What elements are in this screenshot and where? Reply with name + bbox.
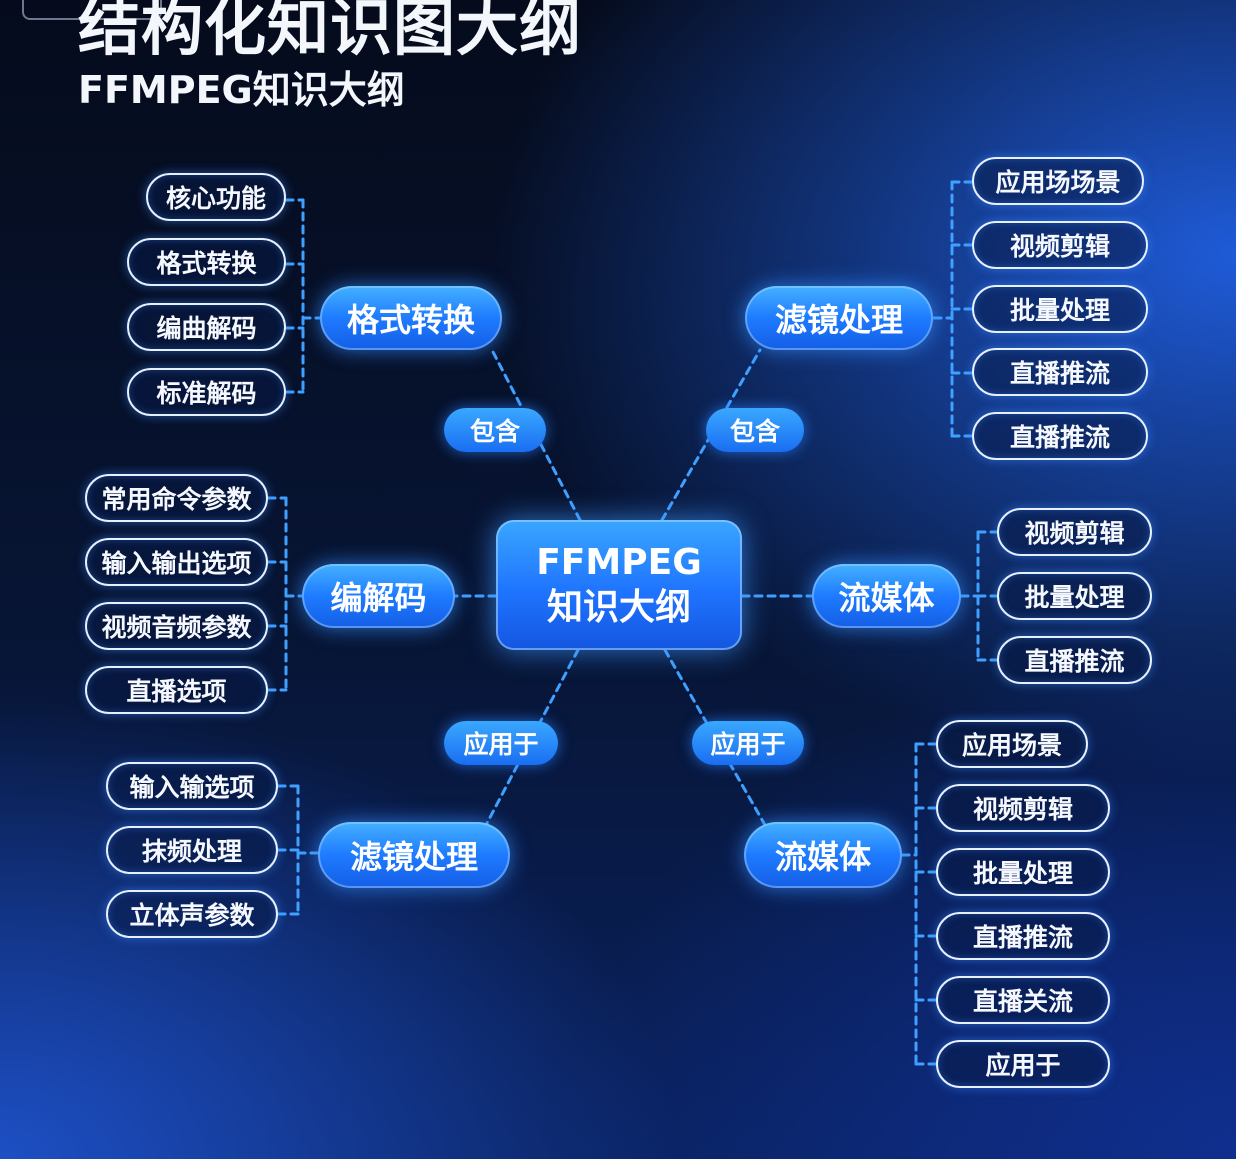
- link-center-bot-right: [663, 648, 767, 827]
- leaf-node[interactable]: 立体声参数: [106, 890, 278, 938]
- leaf-node[interactable]: 应用于: [936, 1040, 1110, 1088]
- relation-label-bot-left: 应用于: [444, 721, 558, 765]
- leaf-node[interactable]: 输入输出选项: [85, 538, 268, 586]
- center-node-line2: 知识大纲: [546, 587, 691, 628]
- branch-node-bot-right[interactable]: 流媒体: [744, 822, 902, 888]
- leaf-node[interactable]: 编曲解码: [127, 303, 286, 351]
- leaf-node[interactable]: 直播推流: [997, 636, 1152, 684]
- leaf-node[interactable]: 应用场场景: [972, 157, 1144, 205]
- corner-badge-outline: [22, 0, 162, 20]
- branch-node-mid-right[interactable]: 流媒体: [812, 564, 961, 628]
- leaf-node[interactable]: 直播关流: [936, 976, 1110, 1024]
- leaf-node[interactable]: 抹频处理: [106, 826, 278, 874]
- leaf-node[interactable]: 视频剪辑: [936, 784, 1110, 832]
- leaf-node[interactable]: 直播推流: [972, 348, 1148, 396]
- leaf-node[interactable]: 常用命令参数: [85, 474, 268, 522]
- leaf-node[interactable]: 应用场景: [936, 720, 1088, 768]
- center-node-line1: FFMPEG: [536, 542, 702, 583]
- leaf-node[interactable]: 视频剪辑: [997, 508, 1152, 556]
- leaf-node[interactable]: 核心功能: [146, 173, 286, 221]
- page-subtitle: FFMPEG知识大纲: [78, 68, 405, 112]
- leaf-node[interactable]: 直播选项: [85, 666, 268, 714]
- center-node[interactable]: FFMPEG 知识大纲: [496, 520, 742, 650]
- branch-node-top-right[interactable]: 滤镜处理: [745, 286, 933, 350]
- leaf-node[interactable]: 直播推流: [972, 412, 1148, 460]
- leaf-node[interactable]: 输入输选项: [106, 762, 278, 810]
- leaf-node[interactable]: 批量处理: [936, 848, 1110, 896]
- relation-label-top-left: 包含: [444, 408, 546, 452]
- relation-label-bot-right: 应用于: [692, 721, 804, 765]
- branch-node-bot-left[interactable]: 滤镜处理: [318, 822, 510, 888]
- leaf-node[interactable]: 批量处理: [997, 572, 1152, 620]
- leaf-node[interactable]: 标准解码: [127, 368, 286, 416]
- branch-node-mid-left[interactable]: 编解码: [302, 564, 455, 628]
- leaf-node[interactable]: 格式转换: [127, 238, 286, 286]
- leaf-node[interactable]: 视频音频参数: [85, 602, 268, 650]
- relation-label-top-right: 包含: [706, 408, 804, 452]
- page-title: 结构化知识图大纲: [78, 0, 583, 64]
- leaf-node[interactable]: 批量处理: [972, 285, 1148, 333]
- branch-node-top-left[interactable]: 格式转换: [320, 286, 502, 350]
- leaf-node[interactable]: 视频剪辑: [972, 221, 1148, 269]
- leaf-node[interactable]: 直播推流: [936, 912, 1110, 960]
